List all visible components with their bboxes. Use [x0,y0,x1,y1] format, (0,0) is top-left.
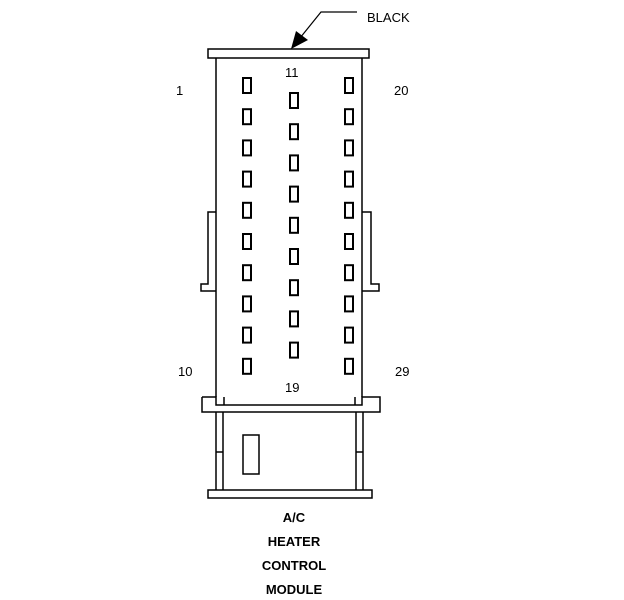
pin-cavity-9 [242,326,252,344]
pin-cavity-10 [242,357,252,375]
pin-cavity-19 [289,341,299,359]
pin-cavity-2 [242,108,252,126]
pin-cavity-28 [344,326,354,344]
pin-cavity-16 [289,248,299,265]
pin-cavity-27 [344,295,354,313]
pin-cavity-7 [242,264,252,282]
right-latch [362,211,380,292]
pin-cavity-6 [242,233,252,250]
left-latch [200,211,216,292]
pin-cavity-1 [242,77,252,94]
pin-cavity-23 [344,170,354,188]
module-caption: A/C HEATER CONTROL MODULE [262,510,326,597]
pin-cavity-22 [344,139,354,157]
pin-label-19: 19 [285,380,299,395]
pin-cavity-26 [344,264,354,282]
bottom-shoulder [201,396,381,413]
callout-arrowhead [291,31,308,49]
pin-cavity-25 [344,233,354,250]
pin-label-10: 10 [178,364,192,379]
pin-cavity-24 [344,201,354,219]
caption-line-2: HEATER [268,534,321,549]
pin-cavity-8 [242,295,252,313]
black-callout: BLACK [291,10,410,49]
callout-leader-line [299,11,357,39]
pin-cavity-17 [289,279,299,297]
pin-cavities [242,77,354,375]
pin-cavity-15 [289,216,299,234]
bottom-plate [207,489,373,499]
pin-cavity-12 [289,123,299,141]
pin-cavity-5 [242,201,252,219]
pin-cavity-21 [344,108,354,126]
connector-body [200,48,381,499]
key-slot [242,434,260,475]
pin-cavity-13 [289,154,299,172]
pin-label-29: 29 [395,364,409,379]
pin-label-20: 20 [394,83,408,98]
pin-labels: 1 10 11 19 20 29 [176,65,409,395]
caption-line-3: CONTROL [262,558,326,573]
pin-cavity-20 [344,77,354,94]
pin-cavity-29 [344,357,354,375]
pin-cavity-18 [289,310,299,328]
top-flange [207,48,370,59]
pin-cavity-4 [242,170,252,188]
pin-label-1: 1 [176,83,183,98]
pin-cavity-11 [289,92,299,109]
caption-line-4: MODULE [266,582,323,597]
callout-label: BLACK [367,10,410,25]
caption-line-1: A/C [283,510,306,525]
pin-cavity-3 [242,139,252,157]
pin-label-11: 11 [285,65,299,80]
pin-cavity-14 [289,185,299,203]
